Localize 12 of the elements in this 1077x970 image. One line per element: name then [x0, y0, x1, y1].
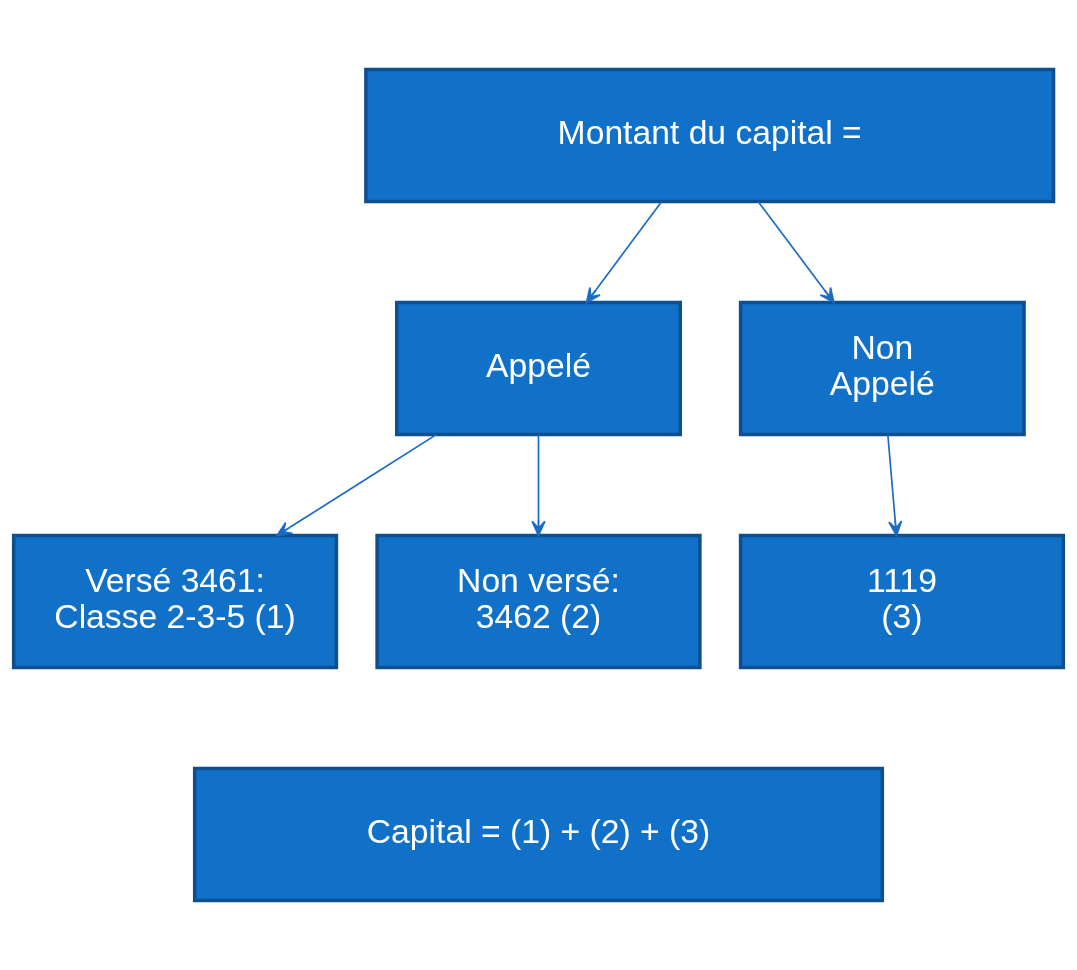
arrow	[757, 200, 835, 304]
node-box: Appelé	[395, 300, 682, 437]
node-box: Montant du capital =	[364, 67, 1056, 204]
node-box: Non versé: 3462 (2)	[375, 533, 702, 670]
node-box: Versé 3461: Classe 2-3-5 (1)	[11, 533, 339, 670]
arrow	[585, 200, 663, 304]
node-box: Capital = (1) + (2) + (3)	[192, 766, 885, 903]
node-box: Non Appelé	[738, 300, 1026, 437]
arrow	[276, 433, 438, 537]
arrow	[531, 433, 546, 537]
arrow	[887, 433, 903, 537]
node-box: 1119 (3)	[738, 533, 1066, 670]
